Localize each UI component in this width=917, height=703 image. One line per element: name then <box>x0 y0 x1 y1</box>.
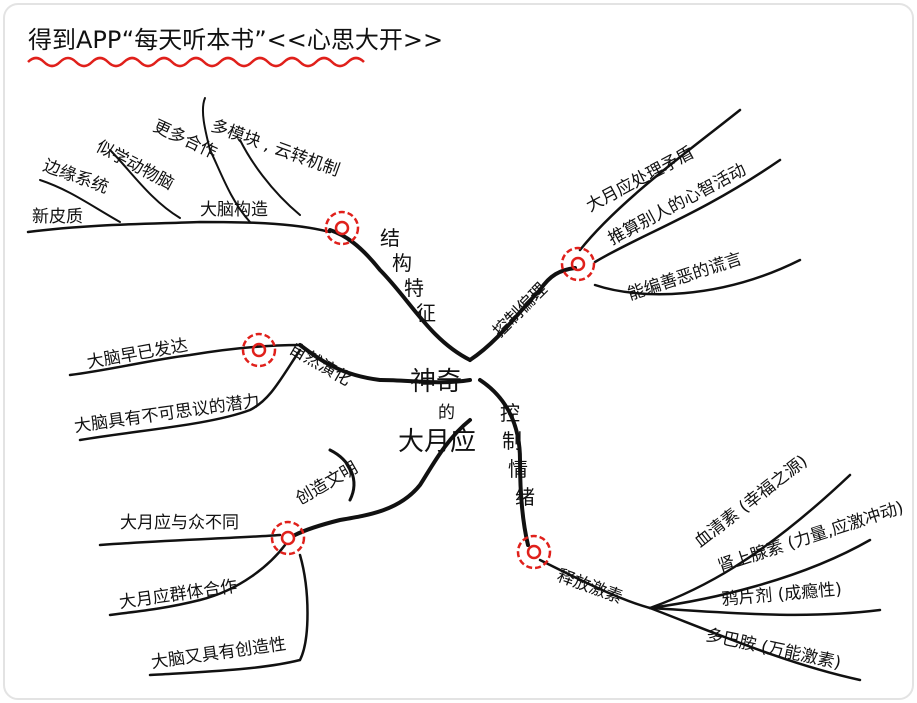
structure-label-char-1: 结 <box>380 226 400 250</box>
center-line1: 神奇 <box>410 367 462 397</box>
civilization-leaf-1: 大月应与众不同 <box>120 513 239 533</box>
node-marker-control <box>560 246 596 282</box>
civilization-leaf-2: 大月应群体合作 <box>118 577 239 613</box>
structure-label-char-3: 特 <box>404 276 424 300</box>
civilization-label: 创造文明 <box>293 458 362 509</box>
structure-leaf-2: 更多合作 <box>150 116 220 163</box>
node-marker-evolution <box>241 332 277 368</box>
structure-leaf-4: 边缘系统 <box>40 156 111 198</box>
structure-node: 大脑构造 <box>200 200 268 220</box>
emotion-label-char-3: 情 <box>508 457 528 481</box>
control-leaf-2: 推算别人的心智活动 <box>605 160 749 249</box>
frame <box>3 3 914 700</box>
evolution-leaf-1: 大脑早已发达 <box>85 336 189 373</box>
center-line3: 大月应 <box>398 427 476 457</box>
node-marker-structure <box>324 210 360 246</box>
emotion-label-char-4: 绪 <box>515 485 535 509</box>
emotion-leaf-3: 鸦片剂 (成瘾性) <box>721 580 843 610</box>
node-markers <box>241 210 596 570</box>
evolution-label: 自然演化 <box>286 339 355 390</box>
title: 得到APP“每天听本书”<<心思大开>> <box>28 26 443 54</box>
node-marker-emotion <box>516 534 552 570</box>
structure-label-char-4: 征 <box>416 301 436 325</box>
emotion-node: 释放激素 <box>554 566 625 608</box>
emotion-leaf-4: 多巴胺 (万能激素) <box>704 625 843 673</box>
structure-leaf-1: 多模块 , 云转机制 <box>208 116 342 181</box>
title-underline <box>27 56 365 68</box>
node-marker-civilization <box>270 520 306 556</box>
structure-label-char-2: 构 <box>392 251 412 275</box>
evolution-leaf-2: 大脑具有不可思议的潜力 <box>73 391 261 437</box>
control-label: 控制偏理 <box>489 279 551 341</box>
center-line2: 的 <box>438 403 455 423</box>
branch-lines <box>26 97 882 682</box>
structure-leaf-5: 新皮质 <box>32 207 83 227</box>
control-leaf-3: 能编善恶的谎言 <box>625 249 744 305</box>
emotion-label-char-1: 控 <box>500 401 520 425</box>
emotion-label-char-2: 制 <box>502 429 522 453</box>
